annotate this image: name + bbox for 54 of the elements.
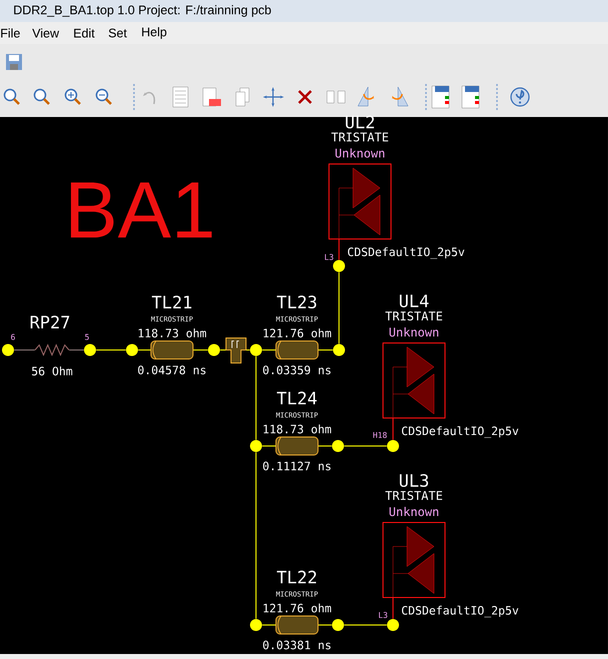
pin-dot [208,344,220,356]
component-name: TL23 [276,296,316,308]
buffer-state: Unknown [336,148,384,158]
wire [338,239,340,260]
pin-number: H18 [373,432,387,438]
impedance-value: 118.73 ohm [138,328,206,338]
wire [392,598,394,620]
pin-dot [332,619,344,631]
impedance-value: 118.73 ohm [264,424,332,434]
delay-value: 0.11127 ns [263,462,330,470]
menu-item: File [1,28,20,38]
component-name: UL3 [400,474,428,487]
pin-dot [332,440,344,452]
impedance-value: 121.76 ohm [264,604,332,612]
model-name: CDSDefaultIO_2p5v [402,606,518,618]
pin-number: 5 [85,334,89,340]
model-name: CDSDefaultIO_2p5v [402,426,518,438]
buffer-state: Unknown [390,327,438,337]
menu-item: Edit [74,28,95,38]
wire [344,624,388,626]
delay-value: 0.04578 ns [138,366,206,374]
component-name: TL24 [276,392,317,404]
pin-dot [333,344,345,356]
buffer-state: Unknown [390,506,438,516]
resistance-value: 56 Ohm [32,366,72,376]
delay-value: 0.03381 ns [263,640,330,650]
menu-item: Set [108,28,127,38]
component-name: UL4 [400,294,429,308]
component-name: TL22 [276,570,316,584]
component-name: UL2 [346,116,374,128]
impedance-value: 121.76 ohm [264,328,332,338]
wire [338,272,340,344]
pin-dot [126,344,138,356]
wire [392,418,394,440]
handwritten-note: BA1 [70,182,212,238]
model-name: CDSDefaultIO_2p5v [348,247,464,259]
window-title: DDR2_B_BA1.top 1.0 Project: F:/trainning pcb [14,5,271,17]
pin-number: 6 [11,334,15,340]
connector-symbol [226,338,246,364]
wire [318,624,332,626]
pin-dot [250,440,262,452]
pin-number: L3 [379,612,388,618]
component-name: RP27 [30,316,70,328]
wire [262,624,276,626]
pin-number: L3 [325,254,334,260]
buffer-type: TRISTATE [385,311,442,321]
buffer-type: TRISTATE [385,490,442,500]
pin-dot [250,619,262,631]
pin-dot [250,344,262,356]
delay-value: 0.03359 ns [263,366,330,374]
menu-item: View [32,28,60,38]
menu-item: Help [142,27,166,39]
component-name: TL21 [152,296,192,308]
buffer-type: TRISTATE [331,132,388,142]
